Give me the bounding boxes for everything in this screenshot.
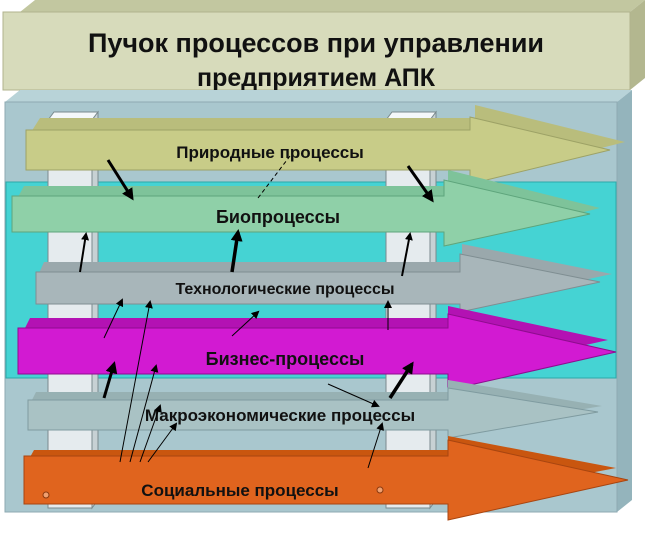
arrow-social-to-business-1 xyxy=(129,364,159,463)
arrow-social-to-business-2 xyxy=(139,404,162,463)
title-line-1: Пучок процессов при управлении xyxy=(88,28,544,58)
arrow-business-to-macro xyxy=(327,383,380,408)
arrow-social-to-tech-1 xyxy=(119,300,153,463)
arrow-business-to-tech-2 xyxy=(231,310,260,337)
label-technological-processes: Технологические процессы xyxy=(175,281,394,298)
label-macroeconomic-processes: Макроэкономические процессы xyxy=(145,406,415,425)
arrow-business-to-tech-1 xyxy=(103,298,124,339)
arrow-dashed-bio-to-nature xyxy=(257,155,291,199)
arrow-thick-nature-to-bio-right xyxy=(406,165,434,203)
bolt-left xyxy=(42,491,50,499)
arrow-social-to-macro xyxy=(147,422,178,463)
arrow-thick-nature-to-bio-left xyxy=(106,159,134,201)
arrow-thick-macro-to-business-left xyxy=(102,361,118,399)
arrow-social-to-macro-right xyxy=(367,422,384,469)
arrow-natural-processes: Природные процессы xyxy=(25,105,625,185)
label-business-processes: Бизнес-процессы xyxy=(206,349,365,369)
title-box: Пучок процессов при управлении предприят… xyxy=(2,0,645,92)
arrow-social-processes: Социальные процессы xyxy=(23,436,629,521)
arrow-tech-to-bio-left xyxy=(79,232,90,273)
pillar-left xyxy=(47,110,99,510)
arrow-technological-processes: Технологические процессы xyxy=(35,244,612,313)
title-line-2: предприятием АПК xyxy=(197,64,436,92)
connector-arrows xyxy=(79,155,434,469)
arrow-bio-processes: Биопроцессы xyxy=(11,170,600,247)
arrow-tech-to-bio-right xyxy=(401,232,413,277)
label-bio-processes: Биопроцессы xyxy=(216,207,340,227)
label-social-processes: Социальные процессы xyxy=(141,481,338,500)
label-natural-processes: Природные процессы xyxy=(176,143,364,162)
arrow-business-processes: Бизнес-процессы xyxy=(17,306,617,391)
arrow-thick-macro-to-business-right xyxy=(388,361,414,399)
arrow-thick-tech-to-bio xyxy=(230,229,243,273)
bolt-right xyxy=(376,486,384,494)
